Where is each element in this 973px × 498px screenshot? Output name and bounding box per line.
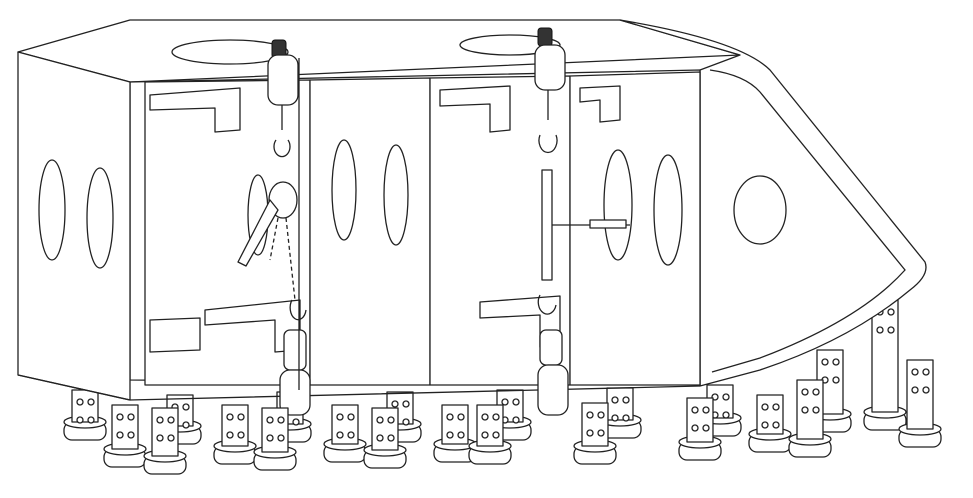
support-post [253, 407, 297, 471]
chain-hoist-right [534, 27, 630, 416]
support-post [433, 404, 477, 463]
support-post [468, 404, 512, 465]
hull-block [17, 19, 927, 401]
support-post [898, 359, 942, 448]
hoist-lever [237, 199, 279, 267]
support-post [143, 407, 187, 475]
support-post [323, 404, 367, 463]
support-post [213, 404, 257, 465]
support-post [678, 397, 722, 461]
support-post [863, 299, 907, 431]
support-post [103, 404, 147, 468]
front-support-posts [103, 359, 942, 475]
support-post [573, 402, 617, 465]
support-post [788, 379, 832, 458]
top-hole-right [459, 34, 561, 56]
support-post [63, 389, 107, 441]
support-post [363, 407, 407, 469]
bow-opening [733, 175, 787, 245]
chain-hoist-left [237, 39, 311, 416]
support-post [748, 394, 792, 453]
top-hole-left [171, 39, 289, 65]
support-post [598, 387, 642, 439]
